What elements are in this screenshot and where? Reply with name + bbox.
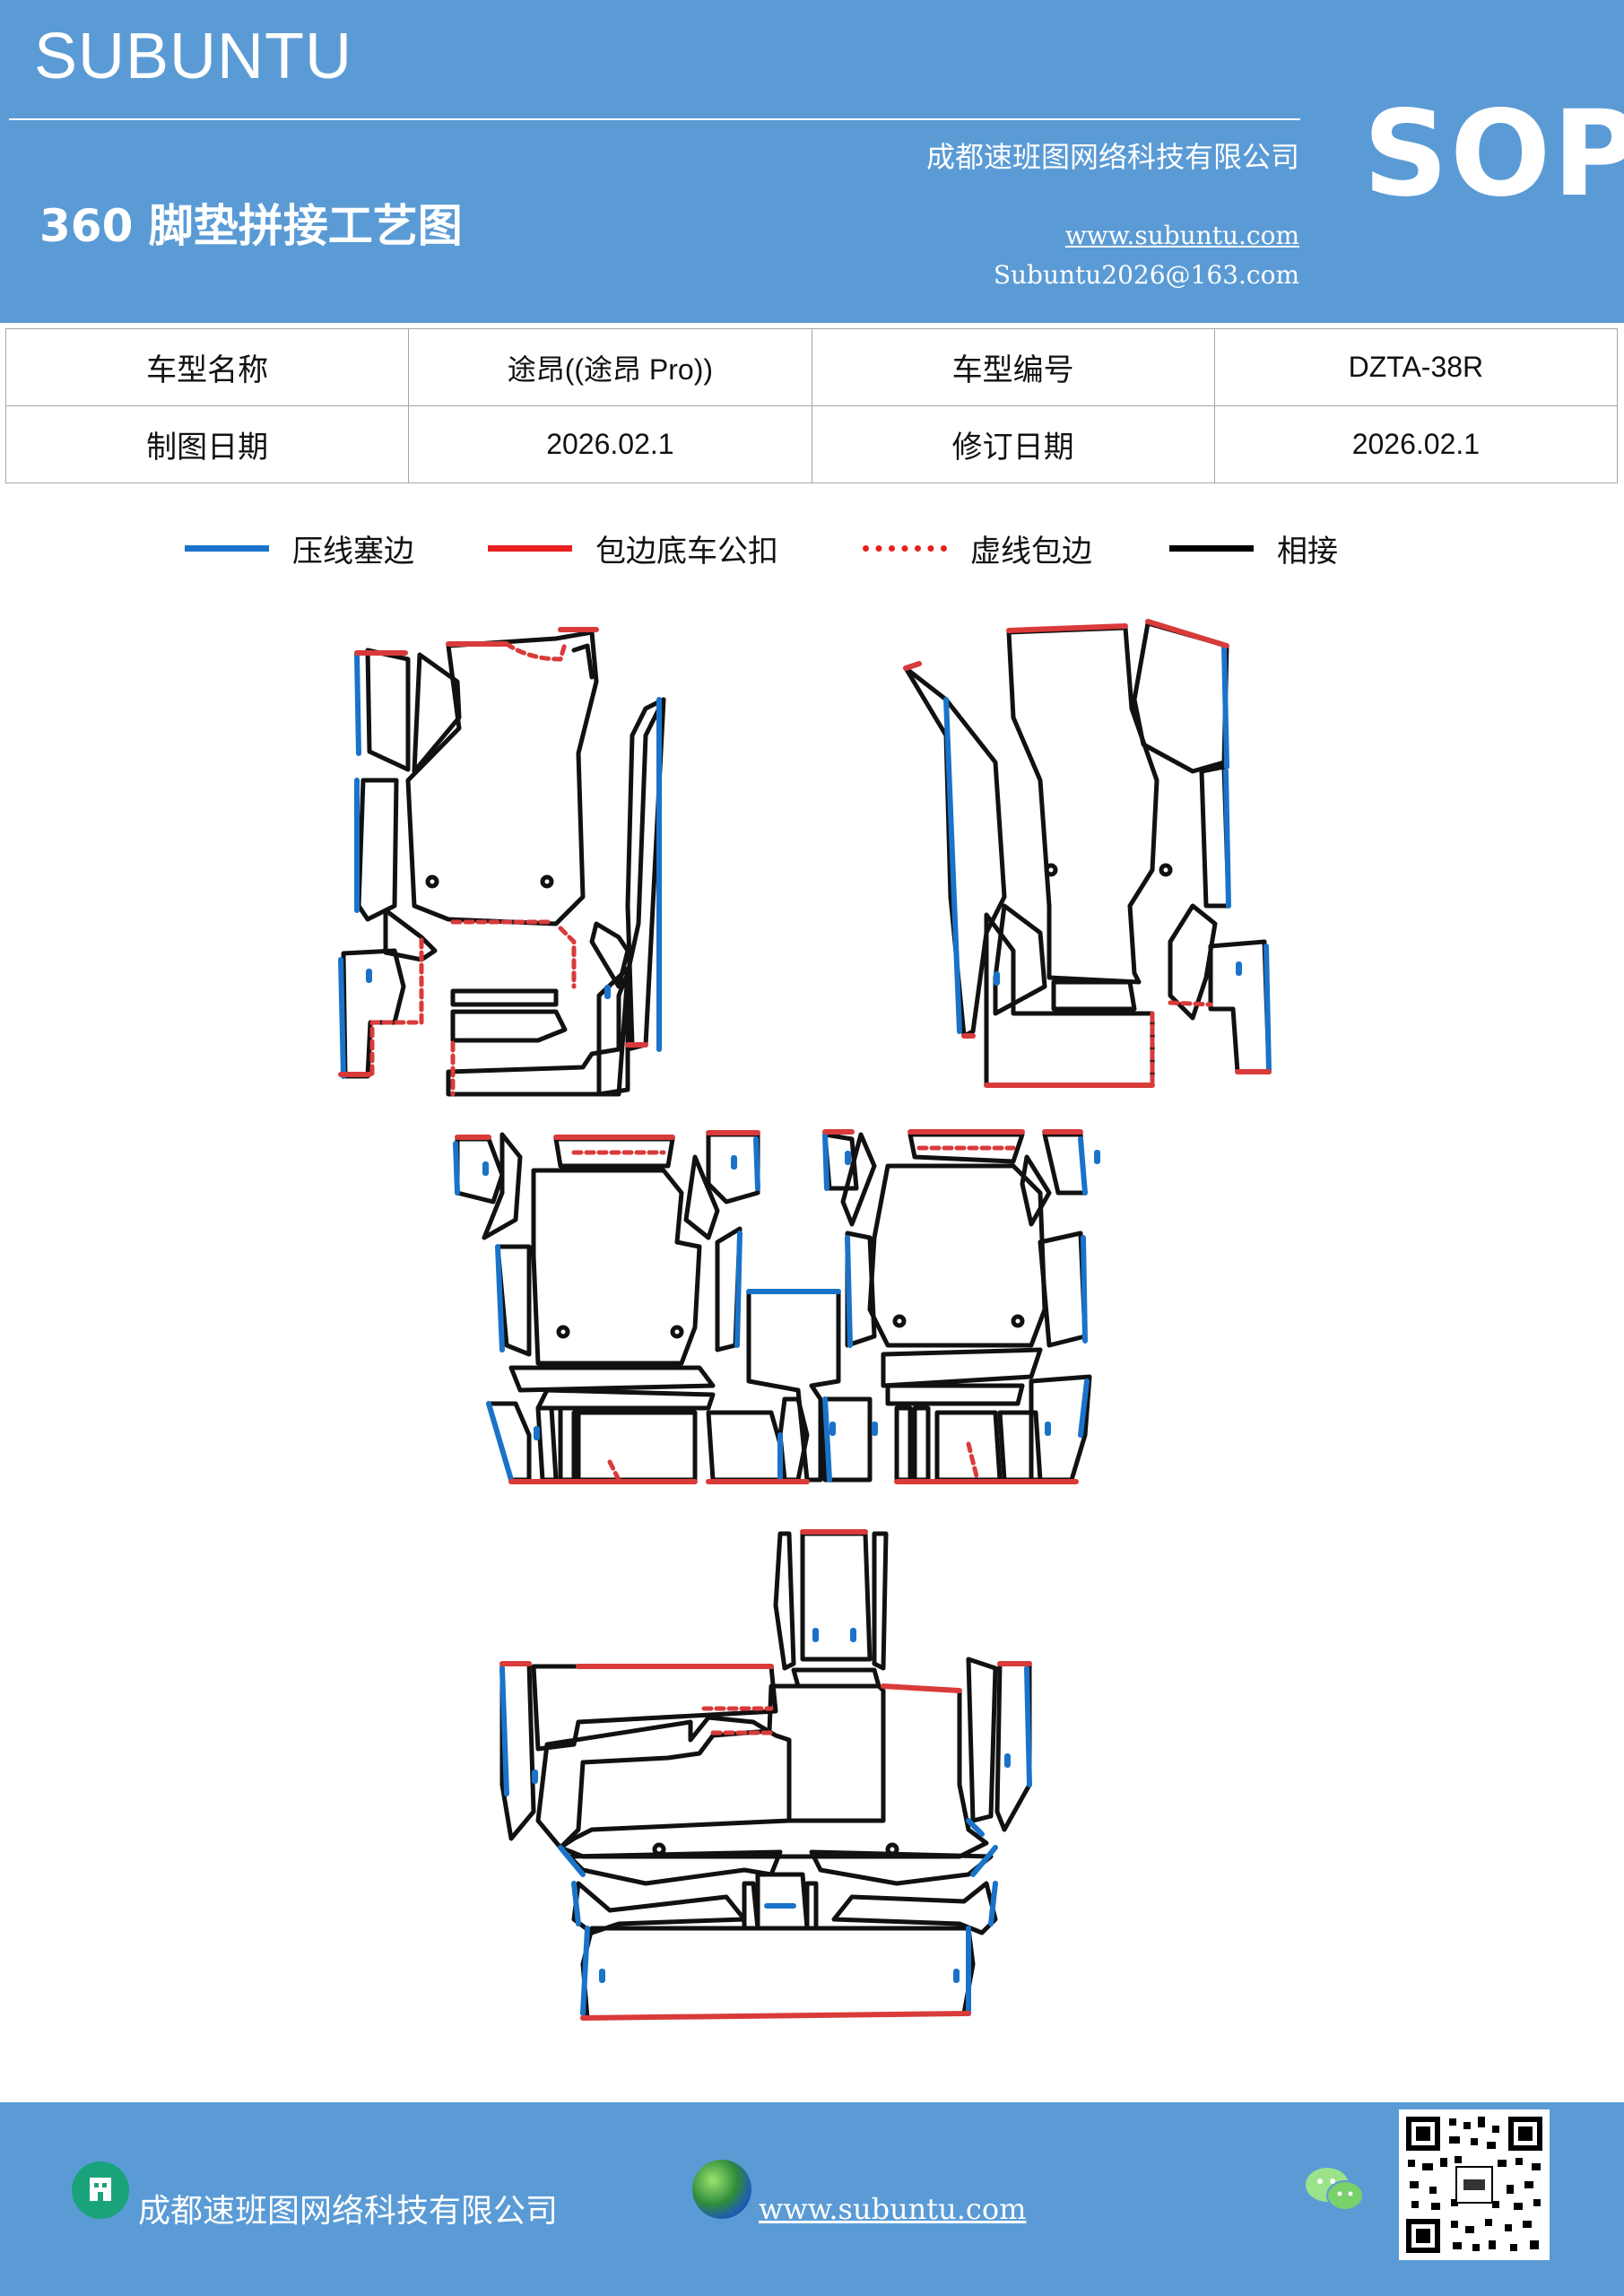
vehicle-info-table: 车型名称 途昂((途昂 Pro)) 车型编号 DZTA-38R 制图日期 202… bbox=[4, 328, 1619, 483]
legend-swatch-red-dotted bbox=[863, 544, 947, 552]
legend-swatch-black bbox=[1169, 544, 1254, 552]
red-binding-lines bbox=[338, 619, 1272, 2021]
model-name-label: 车型名称 bbox=[4, 328, 410, 406]
drawing-date-label: 制图日期 bbox=[4, 405, 410, 483]
document-title: 360 脚垫拼接工艺图 bbox=[39, 200, 463, 252]
footer-company: 成都速班图网络科技有限公司 bbox=[138, 2193, 559, 2230]
header-banner bbox=[0, 0, 1624, 323]
sop-badge: SOP bbox=[1363, 85, 1624, 223]
revision-date-value: 2026.02.1 bbox=[1213, 405, 1619, 483]
header-website-link[interactable]: www.subuntu.com bbox=[1064, 221, 1299, 250]
header-email: Subuntu2026@163.com bbox=[993, 260, 1299, 290]
red-dotted-binding-lines bbox=[369, 641, 1213, 1735]
blue-press-lines bbox=[338, 643, 1272, 2016]
header-company: 成都速班图网络科技有限公司 bbox=[925, 140, 1299, 174]
header-divider bbox=[9, 118, 1300, 120]
model-code-value: DZTA-38R bbox=[1213, 328, 1619, 406]
legend-label: 压线塞边 bbox=[292, 533, 414, 570]
qr-code bbox=[1399, 2109, 1550, 2260]
table-row: 制图日期 2026.02.1 修订日期 2026.02.1 bbox=[4, 405, 1619, 483]
legend-label: 相接 bbox=[1277, 533, 1338, 570]
table-row: 车型名称 途昂((途昂 Pro)) 车型编号 DZTA-38R bbox=[4, 328, 1619, 406]
mat-group-bottom bbox=[499, 1531, 1032, 2021]
mat-group-top-left bbox=[341, 630, 666, 1097]
globe-icon bbox=[692, 2160, 751, 2219]
model-code-label: 车型编号 bbox=[811, 328, 1215, 406]
mat-group-middle bbox=[455, 1132, 1092, 1483]
legend-item-red-dotted: 虚线包边 bbox=[863, 527, 1092, 570]
brand-name: SUBUNTU bbox=[34, 21, 353, 92]
legend-item-blue: 压线塞边 bbox=[185, 527, 414, 570]
building-icon bbox=[72, 2161, 129, 2219]
wechat-icon[interactable] bbox=[1304, 2163, 1367, 2215]
legend-swatch-blue bbox=[185, 544, 269, 552]
drawing-date-value: 2026.02.1 bbox=[408, 405, 812, 483]
legend-swatch-red bbox=[488, 544, 572, 552]
legend-item-red: 包边底车公扣 bbox=[488, 527, 778, 570]
blue-clip-marks bbox=[366, 961, 1242, 1983]
legend-label: 虚线包边 bbox=[970, 533, 1092, 570]
legend-item-black: 相接 bbox=[1169, 527, 1338, 570]
model-name-value: 途昂((途昂 Pro)) bbox=[408, 328, 812, 406]
revision-date-label: 修订日期 bbox=[811, 405, 1215, 483]
legend-label: 包边底车公扣 bbox=[595, 533, 778, 570]
footer-website-link[interactable]: www.subuntu.com bbox=[759, 2192, 1027, 2226]
